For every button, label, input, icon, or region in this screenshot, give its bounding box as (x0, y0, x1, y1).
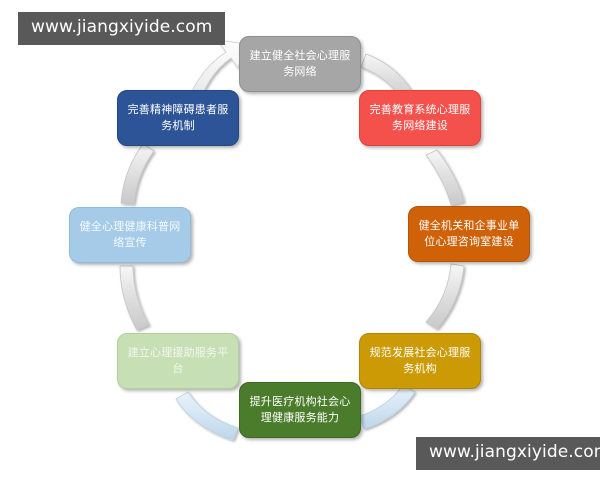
cycle-node-bottom-left-label: 建立心理援助服务平台 (127, 346, 229, 375)
cycle-node-bottom-left[interactable]: 建立心理援助服务平台 (117, 333, 239, 389)
arrow-bl-to-left (119, 265, 150, 331)
arrow-left-to-tl (120, 143, 155, 205)
cycle-node-left-label: 健全心理健康科普网络宣传 (79, 220, 181, 249)
cycle-node-top-label: 建立健全社会心理服务网络 (249, 49, 351, 78)
cycle-node-top-right[interactable]: 完善教育系统心理服务网络建设 (359, 90, 481, 146)
arrow-br-to-bottom (359, 384, 416, 430)
cycle-node-top-left-label: 完善精神障碍患者服务机制 (127, 103, 229, 132)
watermark-bottom: www.jiangxiyide.com (416, 437, 600, 470)
cycle-node-right-label: 健全机关和企事业单位心理咨询室建设 (418, 219, 520, 248)
cycle-node-top[interactable]: 建立健全社会心理服务网络 (239, 36, 361, 92)
cycle-node-top-right-label: 完善教育系统心理服务网络建设 (369, 103, 471, 132)
arrow-bottom-to-bl (175, 391, 239, 441)
cycle-node-bottom-label: 提升医疗机构社会心理健康服务能力 (249, 395, 351, 424)
cycle-node-right[interactable]: 健全机关和企事业单位心理咨询室建设 (408, 206, 530, 262)
cycle-node-top-left[interactable]: 完善精神障碍患者服务机制 (117, 90, 239, 146)
arrow-right-to-br (425, 263, 465, 330)
cycle-node-bottom-right[interactable]: 规范发展社会心理服务机构 (359, 333, 481, 389)
cycle-node-left[interactable]: 健全心理健康科普网络宣传 (69, 207, 191, 263)
cycle-node-bottom[interactable]: 提升医疗机构社会心理健康服务能力 (239, 382, 361, 438)
watermark-top: www.jiangxiyide.com (18, 12, 226, 45)
arrow-tr-to-right (425, 149, 465, 206)
cycle-node-bottom-right-label: 规范发展社会心理服务机构 (369, 346, 471, 375)
